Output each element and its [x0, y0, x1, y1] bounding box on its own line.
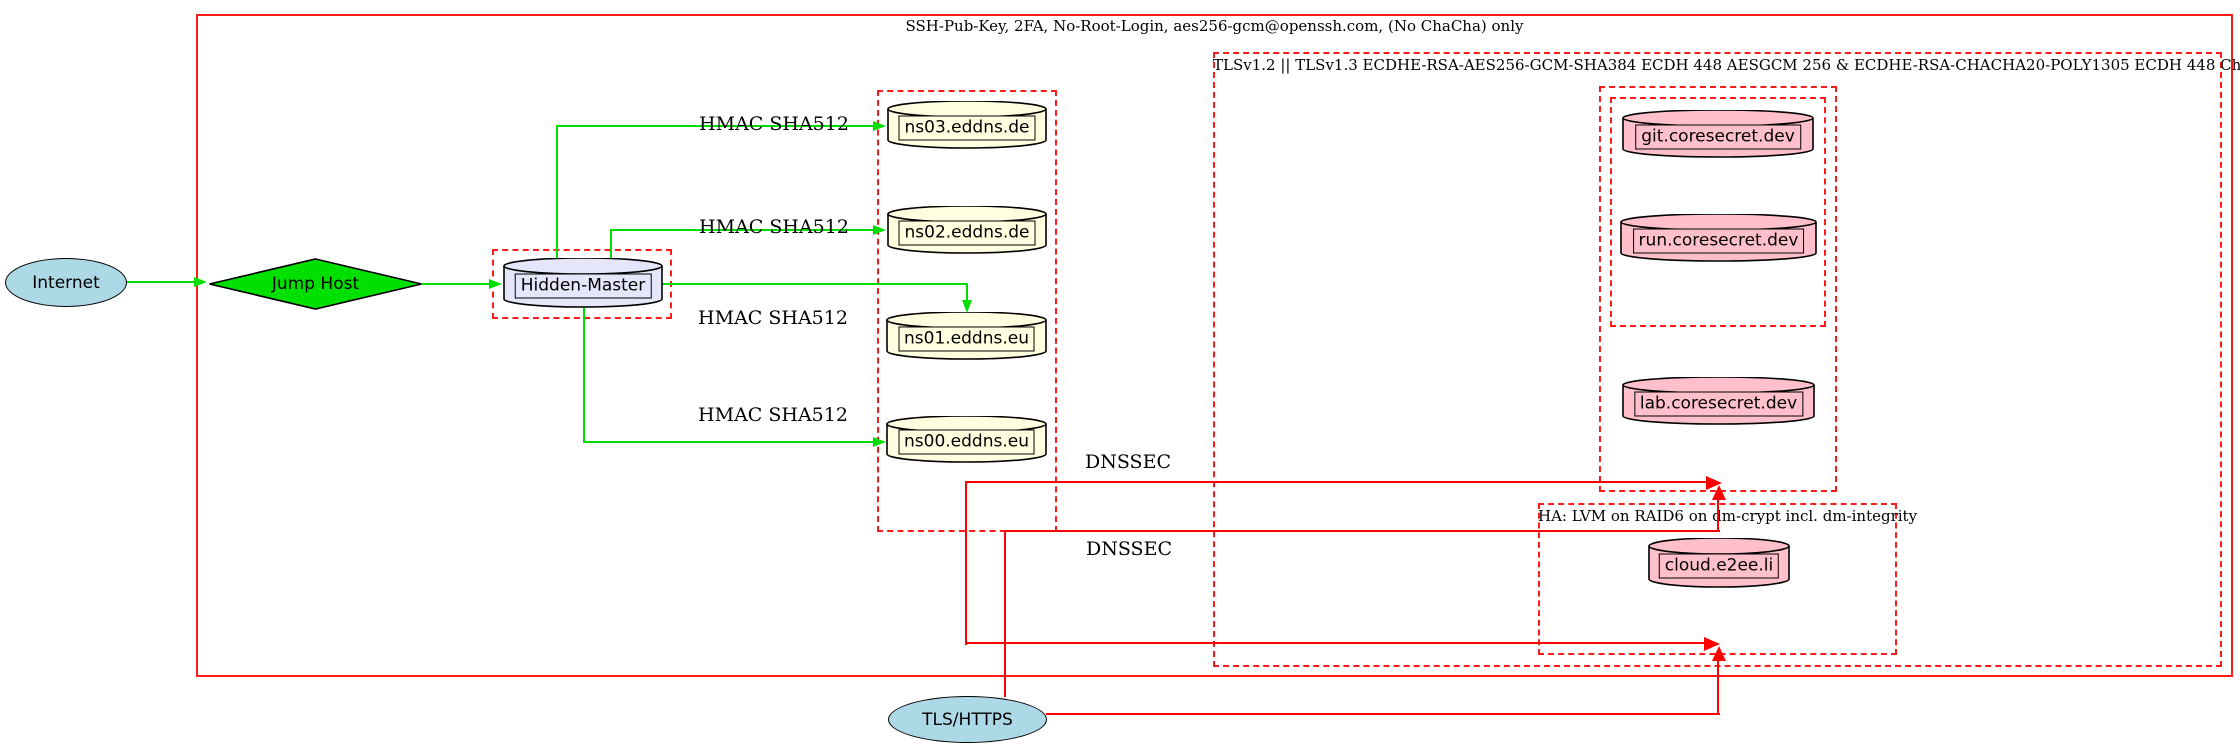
edge-label-hmac-ns01: HMAC SHA512 [698, 307, 848, 329]
edge-label-hmac-ns02: HMAC SHA512 [699, 216, 849, 238]
node-ns02: ns02.eddns.de [887, 206, 1047, 254]
node-ns00: ns00.eddns.eu [886, 416, 1047, 463]
edge-hiddenmaster-ns01-vertical [966, 283, 968, 301]
tls-https-label: TLS/HTTPS [922, 709, 1013, 730]
node-cloud: cloud.e2ee.li [1648, 538, 1790, 588]
lab-label: lab.coresecret.dev [1633, 391, 1804, 417]
edge-hiddenmaster-ns00-vertical [583, 307, 585, 442]
tls-policy-label: TLSv1.2 || TLSv1.3 ECDHE-RSA-AES256-GCM-… [1213, 56, 2240, 74]
edge-label-dnssec-upper: DNSSEC [1085, 451, 1171, 473]
ssh-policy-label: SSH-Pub-Key, 2FA, No-Root-Login, aes256-… [905, 17, 1524, 35]
edge-tls-ha-riser [1717, 661, 1719, 715]
node-git: git.coresecret.dev [1622, 110, 1814, 158]
arrowhead-ns00 [873, 437, 886, 447]
node-ns01: ns01.eddns.eu [886, 312, 1047, 360]
arrowhead-ns01 [962, 300, 972, 313]
edge-dnssec-vertical [965, 482, 967, 645]
edge-internet-jumphost [127, 281, 197, 283]
node-tls-https: TLS/HTTPS [888, 696, 1047, 743]
jump-host-label: Jump Host [271, 274, 360, 294]
edge-hiddenmaster-ns02-vertical [610, 229, 612, 260]
edge-label-dnssec-lower: DNSSEC [1086, 538, 1172, 560]
node-hidden-master: Hidden-Master [503, 258, 663, 308]
arrowhead-ns02 [873, 225, 886, 235]
arrowhead-jumphost-hiddenmaster [489, 279, 502, 289]
edge-label-hmac-ns03: HMAC SHA512 [699, 113, 849, 135]
edge-dnssec-lower-horizontal [965, 642, 1704, 644]
jump-host-diamond-shape [209, 258, 422, 310]
arrowhead-internet-jumphost [194, 277, 207, 287]
git-label: git.coresecret.dev [1635, 124, 1801, 150]
arrowhead-tls-services [1712, 485, 1726, 500]
run-label: run.coresecret.dev [1632, 228, 1805, 254]
edge-tls-services-vertical [1004, 531, 1006, 697]
ns03-label: ns03.eddns.de [898, 115, 1036, 141]
edge-hiddenmaster-ns03-horizontal [556, 125, 876, 127]
edge-dnssec-upper-horizontal [965, 481, 1706, 483]
ns01-label: ns01.eddns.eu [898, 326, 1035, 352]
edge-hiddenmaster-ns00-horizontal [583, 441, 876, 443]
node-ns03: ns03.eddns.de [887, 101, 1047, 149]
cloud-label: cloud.e2ee.li [1658, 553, 1780, 579]
node-jump-host: Jump Host [208, 258, 423, 310]
edge-jumphost-hiddenmaster [422, 283, 492, 285]
hidden-master-label: Hidden-Master [514, 273, 652, 299]
arrowhead-ns03 [873, 121, 886, 131]
edge-label-hmac-ns00: HMAC SHA512 [698, 404, 848, 426]
nameserver-cluster-box [877, 90, 1057, 532]
ha-policy-label: HA: LVM on RAID6 on dm-crypt incl. dm-in… [1538, 507, 1918, 525]
edge-tls-ha-horizontal [1046, 713, 1720, 715]
node-internet: Internet [5, 258, 127, 307]
arrowhead-tls-ha [1712, 646, 1726, 661]
edge-hiddenmaster-ns01-horizontal [662, 283, 968, 285]
node-run: run.coresecret.dev [1620, 214, 1817, 262]
internet-label: Internet [32, 272, 100, 293]
node-lab: lab.coresecret.dev [1622, 377, 1815, 425]
ns02-label: ns02.eddns.de [898, 220, 1036, 246]
services-inner-cluster-box [1610, 97, 1826, 327]
ssh-cluster-box [196, 14, 2233, 677]
edge-hiddenmaster-ns02-horizontal [610, 229, 876, 231]
edge-tls-services-horizontal [1004, 530, 1720, 532]
edge-hiddenmaster-ns03-vertical [556, 125, 558, 260]
edge-tls-services-riser [1717, 499, 1719, 532]
ns00-label: ns00.eddns.eu [898, 429, 1035, 455]
